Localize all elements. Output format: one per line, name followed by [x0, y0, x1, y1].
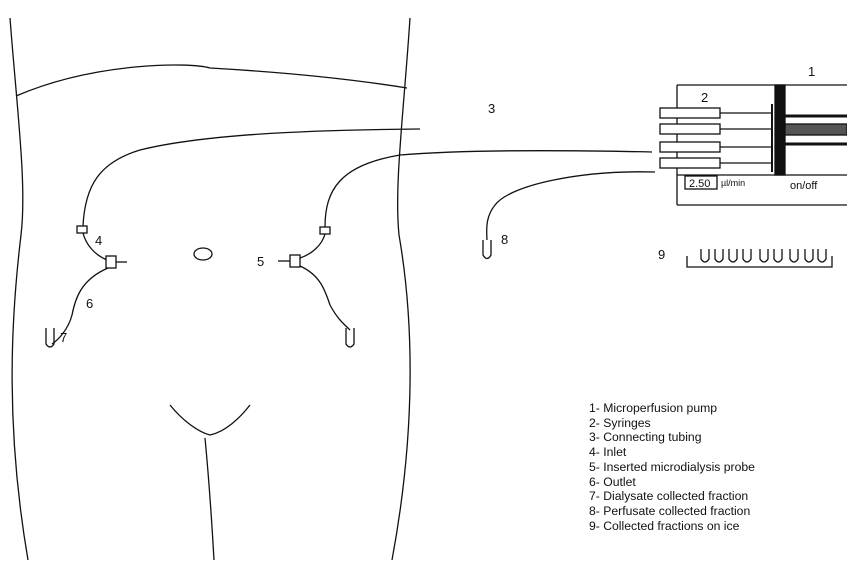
perfusate-tubing [487, 172, 655, 240]
legend-item-8: 8- Perfusate collected fraction [589, 504, 755, 519]
callout-3: 3 [488, 101, 495, 116]
left-inlet-tubing [83, 129, 420, 226]
callout-7: 7 [60, 330, 67, 345]
collected-fractions-rack [687, 249, 832, 267]
legend-item-6: 6- Outlet [589, 475, 755, 490]
right-outlet-tubing [300, 266, 350, 330]
left-probe-body [106, 256, 116, 268]
waist-line [16, 65, 407, 96]
fraction-tube-9 [818, 249, 826, 262]
right-inlet-to-probe [300, 234, 325, 258]
legend-item-3: 3- Connecting tubing [589, 430, 755, 445]
legend-item-4: 4- Inlet [589, 445, 755, 460]
fraction-tube-2 [715, 249, 723, 262]
callout-9: 9 [658, 247, 665, 262]
callout-1: 1 [808, 64, 815, 79]
navel [194, 248, 212, 260]
callout-4: 4 [95, 233, 102, 248]
fraction-tube-1 [701, 249, 709, 262]
syringe-barrel-1 [660, 108, 720, 118]
right-probe-system [278, 151, 652, 347]
on-off-label: on/off [790, 180, 818, 192]
legend-item-7: 7- Dialysate collected fraction [589, 489, 755, 504]
right-inlet-connector [320, 227, 330, 234]
fraction-tube-3 [729, 249, 737, 262]
fraction-tube-7 [790, 249, 798, 262]
left-inlet-connector [77, 226, 87, 233]
pump-lead-screw [785, 124, 847, 135]
right-dialysate-tube-icon [346, 328, 354, 347]
callout-5: 5 [257, 254, 264, 269]
pump-clamp-bar [775, 85, 785, 175]
right-probe-body [290, 255, 300, 267]
flow-rate-value: 2.50 [689, 178, 710, 190]
flow-rate-unit: µl/min [721, 178, 745, 188]
fraction-tube-5 [760, 249, 768, 262]
legend-item-1: 1- Microperfusion pump [589, 401, 755, 416]
callout-2: 2 [701, 90, 708, 105]
syringe-barrel-3 [660, 142, 720, 152]
callout-8: 8 [501, 232, 508, 247]
microperfusion-pump: 2.50 µl/min on/off [660, 85, 847, 205]
syringe-barrel-2 [660, 124, 720, 134]
legend: 1- Microperfusion pump 2- Syringes 3- Co… [589, 401, 755, 533]
legend-item-5: 5- Inserted microdialysis probe [589, 460, 755, 475]
fraction-tube-6 [774, 249, 782, 262]
body-left-contour [10, 18, 28, 560]
perfusate-tube-icon [483, 240, 491, 259]
syringe-barrel-4 [660, 158, 720, 168]
groin-crease [170, 405, 250, 435]
body-outline [10, 18, 410, 560]
fraction-tube-8 [805, 249, 813, 262]
fraction-tube-4 [743, 249, 751, 262]
legend-item-2: 2- Syringes [589, 416, 755, 431]
legend-item-9: 9- Collected fractions on ice [589, 519, 755, 534]
body-right-contour [392, 18, 410, 560]
inner-leg-line [205, 438, 214, 560]
callout-6: 6 [86, 296, 93, 311]
